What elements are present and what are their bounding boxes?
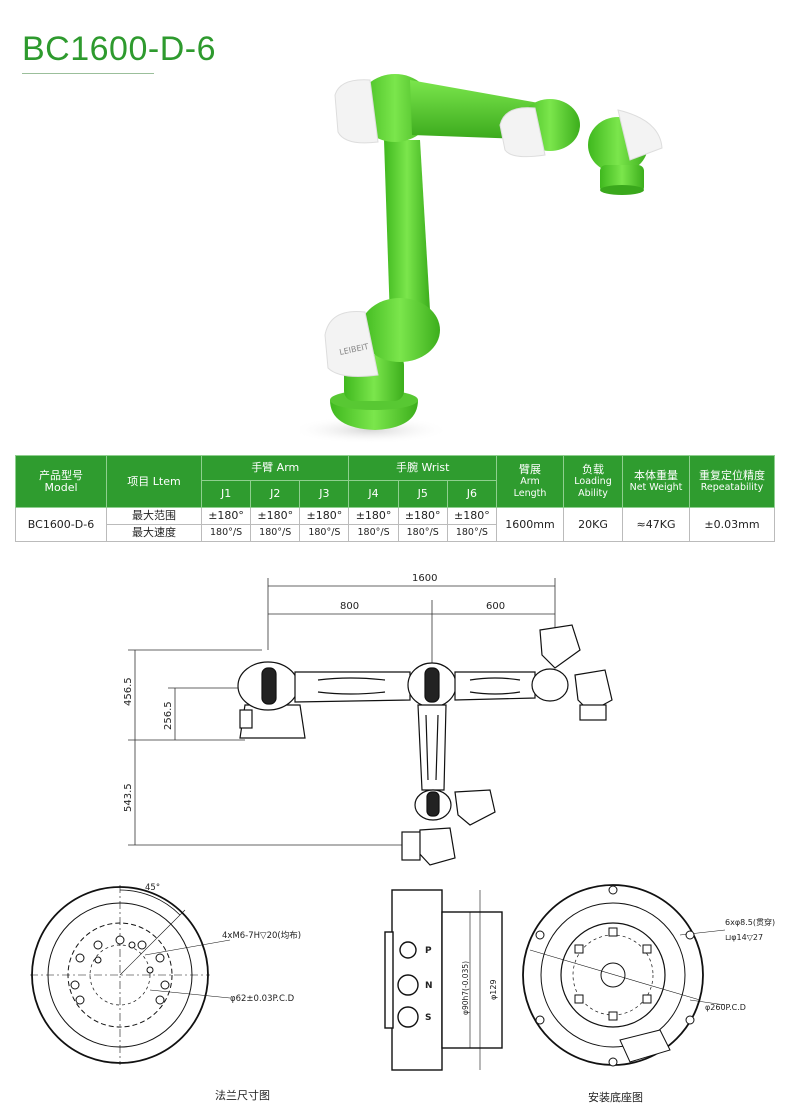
cell-range-j4: ±180° xyxy=(348,507,399,525)
cell-row-speed: 最大速度 xyxy=(106,524,202,542)
cell-range-j3: ±180° xyxy=(299,507,350,525)
dim-total: 1600 xyxy=(412,573,437,584)
dim-base-pcd: φ260P.C.D xyxy=(705,1003,746,1012)
label-p: P xyxy=(425,946,432,956)
header-weight-en: Net Weight xyxy=(629,481,683,493)
header-weight: 本体重量 Net Weight xyxy=(622,455,690,508)
dim-base-cbore: ⊔φ14▽27 xyxy=(725,933,763,942)
header-model-en: Model xyxy=(44,480,78,494)
cell-speed-j1: 180°/S xyxy=(200,524,252,542)
cell-load: 20KG xyxy=(563,507,623,542)
header-load-cn: 负载 xyxy=(582,462,604,476)
header-j5: J5 xyxy=(397,480,448,508)
page-title: BC1600-D-6 xyxy=(22,30,216,68)
cell-speed-j3: 180°/S xyxy=(299,524,350,542)
dim-side-d1: φ90h7(-0.035) xyxy=(461,961,470,1015)
cell-range-j1: ±180° xyxy=(200,507,252,525)
header-weight-cn: 本体重量 xyxy=(634,468,678,482)
label-s: S xyxy=(425,1013,431,1023)
cell-arm-length: 1600mm xyxy=(496,507,564,542)
header-j3: J3 xyxy=(299,480,350,508)
cell-repeatability: ±0.03mm xyxy=(689,507,775,542)
cell-range-j5: ±180° xyxy=(397,507,448,525)
dim-side-d2: φ129 xyxy=(489,979,498,1000)
header-arm-length: 臂展 Arm Length xyxy=(496,455,564,508)
cell-speed-j4: 180°/S xyxy=(348,524,399,542)
header-load-en2: Ability xyxy=(578,487,608,499)
header-arm-length-en2: Length xyxy=(513,487,547,499)
label-n: N xyxy=(425,981,433,991)
header-repeatability: 重复定位精度 Repeatability xyxy=(689,455,775,508)
caption-base: 安装底座图 xyxy=(588,1091,643,1104)
robot-illustration: LEIBEIT xyxy=(300,74,663,444)
caption-flange: 法兰尺寸图 xyxy=(215,1089,270,1102)
dim-600: 600 xyxy=(486,601,505,612)
dim-800: 800 xyxy=(340,601,359,612)
title-underline xyxy=(22,73,154,74)
header-j2: J2 xyxy=(250,480,301,508)
header-repeatability-cn: 重复定位精度 xyxy=(699,468,765,482)
cell-speed-j6: 180°/S xyxy=(446,524,498,542)
dim-base-holes: 6xφ8.5(贯穿) xyxy=(725,917,775,927)
cell-speed-j5: 180°/S xyxy=(397,524,448,542)
cell-weight: ≈47KG xyxy=(622,507,690,542)
dim-256: 256.5 xyxy=(163,701,174,730)
header-j1: J1 xyxy=(200,480,252,508)
spec-table: 产品型号 Model 项目 Ltem 手臂 Arm 手腕 Wrist 臂展 Ar… xyxy=(15,455,775,542)
cell-speed-j2: 180°/S xyxy=(250,524,301,542)
cell-range-j2: ±180° xyxy=(250,507,301,525)
header-repeatability-en: Repeatability xyxy=(700,481,764,493)
header-model-cn: 产品型号 xyxy=(39,468,83,482)
dim-angle: 45° xyxy=(145,883,160,893)
header-j6: J6 xyxy=(446,480,498,508)
header-load: 负载 Loading Ability xyxy=(563,455,623,508)
cell-range-j6: ±180° xyxy=(446,507,498,525)
header-model: 产品型号 Model xyxy=(15,455,107,508)
header-arm-length-en1: Arm xyxy=(520,475,540,487)
header-item: 项目 Ltem xyxy=(106,455,202,508)
header-wrist: 手腕 Wrist xyxy=(348,455,497,481)
cell-row-range: 最大范围 xyxy=(106,507,202,525)
header-load-en1: Loading xyxy=(574,475,612,487)
dim-456: 456.5 xyxy=(123,677,134,706)
header-arm-length-cn: 臂展 xyxy=(519,462,541,476)
dim-flange-thread: 4xM6-7H▽20(均布) xyxy=(222,930,301,941)
technical-drawings: 1600 800 600 456.5 256.5 543.5 xyxy=(30,573,775,1071)
dim-543: 543.5 xyxy=(123,783,134,812)
header-j4: J4 xyxy=(348,480,399,508)
cell-model: BC1600-D-6 xyxy=(15,507,107,542)
header-arm: 手臂 Arm xyxy=(200,455,350,481)
dim-flange-pcd: φ62±0.03P.C.D xyxy=(230,994,295,1004)
